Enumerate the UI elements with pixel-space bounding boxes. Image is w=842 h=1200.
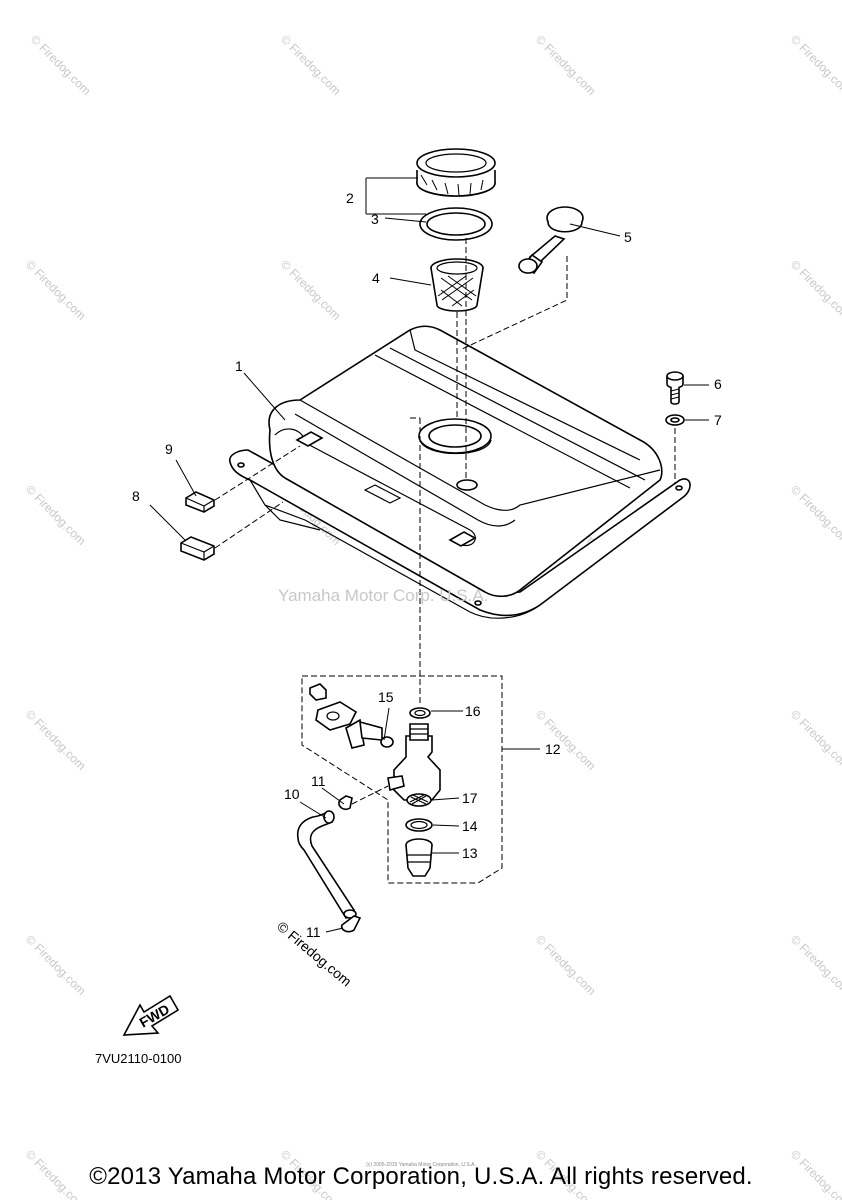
bolt <box>666 371 684 405</box>
callout-2: 2 <box>346 190 354 206</box>
damper-8 <box>180 536 215 561</box>
fuel-gauge <box>518 206 584 274</box>
watermark-tile: © Firedog.com <box>278 257 344 323</box>
fuel-cock-assembly <box>301 675 503 884</box>
callout-11-bottom: 11 <box>306 924 321 940</box>
callout-3: 3 <box>371 211 379 227</box>
callout-11-top: 11 <box>311 773 326 789</box>
callout-5: 5 <box>624 229 632 245</box>
watermark-tile: © Firedog.com <box>23 932 89 998</box>
callout-15: 15 <box>378 689 394 705</box>
callout-4: 4 <box>372 270 380 286</box>
gasket <box>419 207 493 241</box>
watermark-tile: © Firedog.com <box>788 707 842 773</box>
callout-9: 9 <box>165 441 173 457</box>
watermark-center: Yamaha Motor Corp. U.S.A. <box>278 586 489 605</box>
callout-7: 7 <box>714 412 722 428</box>
callout-13: 13 <box>462 845 478 861</box>
callout-10: 10 <box>284 786 300 802</box>
leader-lines <box>149 177 709 933</box>
assembly-lines <box>214 238 676 805</box>
strainer <box>430 258 484 312</box>
callout-16: 16 <box>465 703 481 719</box>
watermark-tile: © Firedog.com <box>23 482 89 548</box>
watermark-tile: © Firedog.com <box>278 32 344 98</box>
watermark-tile: © Firedog.com <box>788 482 842 548</box>
diagram-code: 7VU2110-0100 <box>95 1051 182 1066</box>
watermark-tile: © Firedog.com <box>788 32 842 98</box>
watermark-tile: © Firedog.com <box>533 932 599 998</box>
fuel-tank <box>228 325 691 619</box>
callout-labels: 2 3 4 5 1 6 7 9 8 15 16 12 11 10 17 14 1… <box>132 190 722 940</box>
hose-clip-top <box>338 795 353 811</box>
fuel-cap <box>416 148 496 197</box>
watermark-tile: © Firedog.com <box>533 32 599 98</box>
watermark-tile: © Firedog.com <box>23 257 89 323</box>
callout-14: 14 <box>462 818 478 834</box>
fwd-arrow-icon: FWD <box>122 994 180 1036</box>
callout-6: 6 <box>714 376 722 392</box>
callout-8: 8 <box>132 488 140 504</box>
watermark-tile: © Firedog.com <box>788 932 842 998</box>
callout-1: 1 <box>235 358 243 374</box>
callout-12: 12 <box>545 741 561 757</box>
damper-9 <box>185 491 215 513</box>
fuel-hose <box>296 810 357 920</box>
watermark-tile: © Firedog.com <box>788 257 842 323</box>
tiny-copyright: (c) 2005-2015 Yamaha Motor Corporation, … <box>366 1162 476 1168</box>
watermark-tile: © Firedog.com <box>23 707 89 773</box>
watermark-tile: © Firedog.com <box>28 32 94 98</box>
hose-clip-bottom <box>340 915 362 933</box>
washer <box>665 414 685 426</box>
copyright-footer: ©2013 Yamaha Motor Corporation, U.S.A. A… <box>89 1163 753 1190</box>
callout-17: 17 <box>462 790 478 806</box>
watermark-tile: © Firedog.com <box>533 707 599 773</box>
